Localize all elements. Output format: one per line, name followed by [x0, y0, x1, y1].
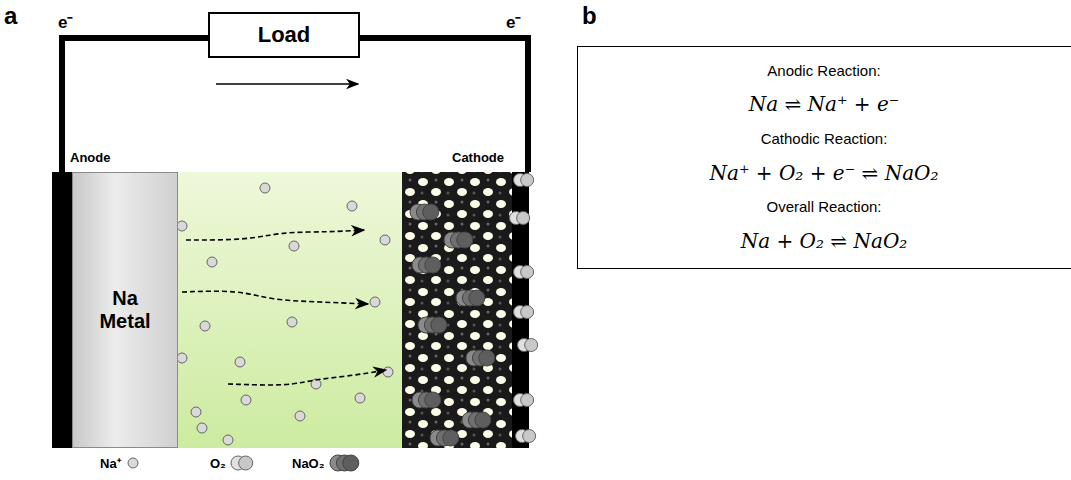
sodium-ion	[177, 221, 187, 231]
oxygen-molecule	[523, 430, 536, 443]
sodium-ion	[347, 201, 357, 211]
ion-flow-arrows	[182, 230, 386, 385]
sodium-ion	[128, 458, 138, 468]
reaction-heading: Cathodic Reaction:	[761, 130, 888, 147]
ion-flow-arrow	[182, 291, 368, 304]
reaction-equation: Na ⇌ Na⁺ + e⁻	[749, 92, 900, 116]
sodium-ion	[235, 357, 245, 367]
sodium-ion	[380, 235, 390, 245]
sodium-ion	[289, 241, 299, 251]
sodium-ion	[241, 395, 251, 405]
legend-text: Na⁺	[100, 454, 121, 472]
reaction-equation: Na + O₂ ⇌ NaO₂	[741, 229, 908, 253]
oxygen-molecule	[521, 394, 534, 407]
oxygen-molecule	[525, 339, 538, 352]
sodium-ion	[287, 317, 297, 327]
legend-entry: NaO₂	[292, 453, 363, 473]
reaction-heading: Overall Reaction:	[766, 198, 881, 215]
sodium-superoxide	[423, 204, 439, 220]
sodium-superoxide	[475, 412, 491, 428]
oxygen-molecule	[521, 306, 534, 319]
oxygen-molecule	[239, 456, 253, 470]
oxygen-molecule	[521, 174, 534, 187]
sodium-superoxide	[425, 257, 441, 273]
electron-label: e⁻	[58, 10, 73, 33]
sodium-ion	[295, 411, 305, 421]
sodium-ion	[355, 393, 365, 403]
sodium-ion	[383, 367, 393, 377]
oxygen-molecule	[517, 212, 530, 225]
legend-text: NaO₂	[292, 456, 325, 471]
electrode-label: Cathode	[452, 150, 504, 165]
legend-entry: O₂	[210, 453, 264, 473]
ion-flow-arrow	[186, 230, 364, 240]
sodium-ion	[177, 353, 187, 363]
anode-metal: Na Metal	[72, 172, 178, 448]
sodium-superoxide	[425, 392, 441, 408]
anode-collector	[52, 172, 72, 448]
electrolyte	[178, 172, 404, 448]
panel-letter: b	[582, 2, 597, 30]
oxygen-molecule	[521, 266, 534, 279]
sodium-ion	[197, 423, 207, 433]
load-box: Load	[208, 12, 360, 58]
electron-label: e⁻	[506, 10, 521, 33]
panel-letter: a	[4, 2, 17, 30]
particles	[177, 174, 538, 447]
node-text: Load	[258, 22, 311, 48]
sodium-superoxide	[443, 430, 459, 446]
legend-sample	[230, 453, 264, 473]
sodium-superoxide	[457, 232, 473, 248]
sodium-superoxide	[342, 455, 358, 471]
legend-sample	[125, 453, 159, 473]
sodium-ion	[200, 321, 210, 331]
current-arrow	[216, 83, 358, 85]
porous-cathode	[402, 172, 512, 448]
legend-sample	[329, 453, 363, 473]
legend-text: O₂	[210, 456, 226, 471]
reaction-heading: Anodic Reaction:	[767, 62, 880, 79]
sodium-superoxide	[431, 317, 447, 333]
ion-flow-arrow	[228, 370, 386, 385]
sodium-superoxide	[469, 290, 485, 306]
sodium-ion	[207, 257, 217, 267]
node-text: Na Metal	[90, 287, 160, 333]
reaction-equation: Na⁺ + O₂ + e⁻ ⇌ NaO₂	[709, 161, 938, 185]
sodium-ion	[223, 435, 233, 445]
sodium-ion	[260, 183, 270, 193]
sodium-ion	[370, 297, 380, 307]
external-wire	[62, 38, 528, 172]
electrode-label: Anode	[70, 150, 110, 165]
legend-entry: Na⁺	[100, 453, 159, 473]
sodium-superoxide	[479, 350, 495, 366]
reaction-panel: Anodic Reaction: Na ⇌ Na⁺ + e⁻ Cathodic Re…	[577, 46, 1071, 269]
sodium-ion	[191, 407, 201, 417]
